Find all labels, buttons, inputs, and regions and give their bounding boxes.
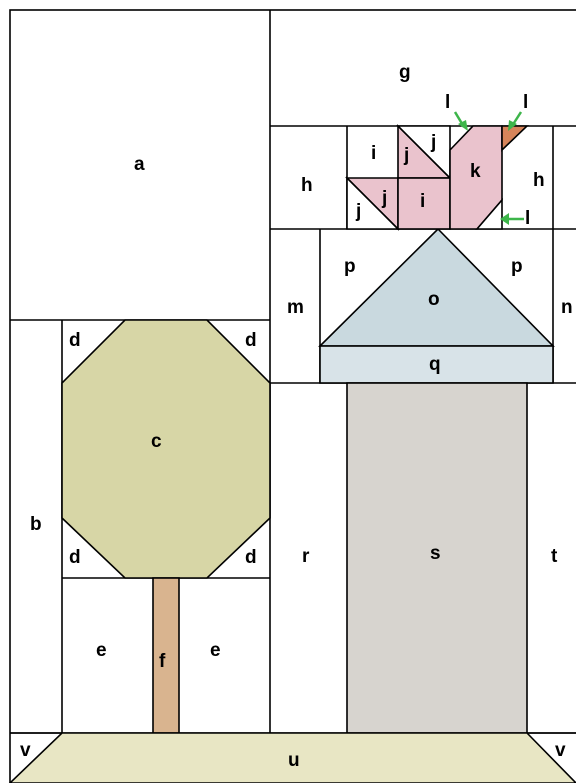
- label-l: l: [523, 92, 528, 113]
- label-d: d: [69, 330, 81, 351]
- label-i: i: [420, 191, 425, 212]
- label-a: a: [134, 154, 145, 175]
- label-v: v: [555, 740, 566, 761]
- label-b: b: [30, 514, 42, 535]
- bird: [347, 126, 527, 229]
- label-n: n: [561, 297, 573, 318]
- label-f: f: [159, 651, 166, 672]
- arrow-icon: [455, 112, 468, 131]
- tree-crown: [62, 320, 270, 578]
- label-d: d: [245, 547, 257, 568]
- label-h: h: [533, 170, 545, 191]
- label-e: e: [96, 640, 107, 661]
- label-r: r: [302, 546, 310, 567]
- label-l: l: [445, 92, 450, 113]
- label-v: v: [20, 740, 31, 761]
- label-j: j: [381, 188, 387, 209]
- label-e: e: [210, 640, 221, 661]
- label-p: p: [344, 256, 356, 277]
- label-s: s: [430, 543, 441, 564]
- label-o: o: [428, 289, 440, 310]
- label-c: c: [151, 431, 162, 452]
- label-l: l: [525, 208, 530, 229]
- label-d: d: [245, 330, 257, 351]
- arrow-icon: [500, 213, 524, 225]
- label-i: i: [371, 143, 376, 164]
- label-d: d: [69, 547, 81, 568]
- label-j: j: [355, 201, 361, 222]
- label-u: u: [288, 750, 300, 771]
- label-h: h: [301, 175, 313, 196]
- house-roof: [320, 229, 553, 346]
- label-t: t: [551, 546, 558, 567]
- label-j: j: [430, 132, 436, 153]
- label-m: m: [287, 297, 304, 318]
- label-j: j: [403, 145, 409, 166]
- label-g: g: [399, 62, 411, 83]
- label-p: p: [511, 256, 523, 277]
- label-k: k: [470, 161, 481, 182]
- tree-trunk: [153, 578, 179, 733]
- label-q: q: [429, 354, 441, 375]
